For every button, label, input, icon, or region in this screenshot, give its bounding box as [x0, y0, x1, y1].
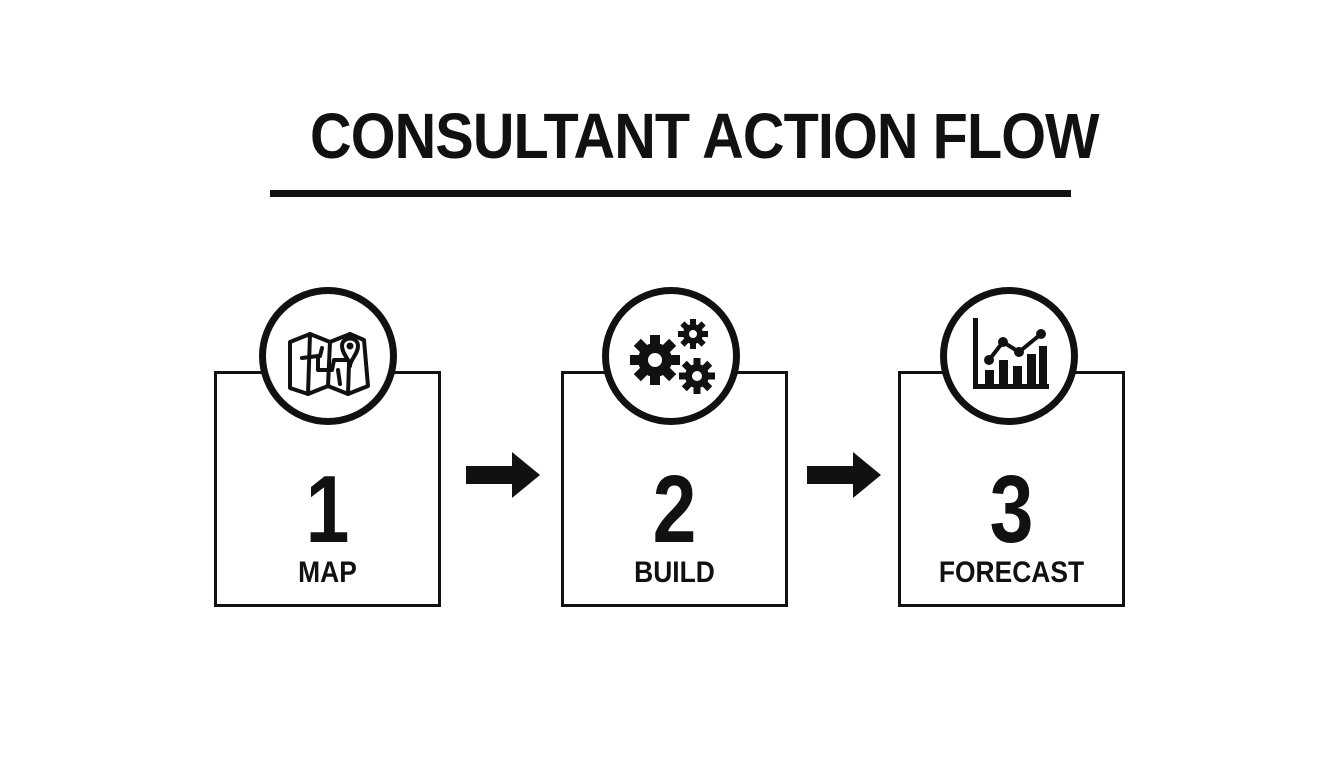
map-pin-icon	[288, 332, 370, 396]
step-3-number: 3	[989, 456, 1034, 563]
bar-line-chart-icon	[973, 318, 1049, 389]
step-2-label: BUILD	[634, 556, 715, 589]
step-1-number: 1	[305, 456, 350, 563]
step-1-icon-circle	[259, 287, 397, 425]
step-2-number: 2	[652, 456, 697, 563]
step-2-icon-circle	[602, 287, 740, 425]
step-3-icon-circle	[940, 287, 1078, 425]
arrow-right-icon	[807, 452, 881, 498]
page-title: CONSULTANT ACTION FLOW	[310, 100, 1099, 172]
title-underline	[270, 190, 1071, 197]
gears-icon	[630, 319, 715, 394]
step-1-label: MAP	[298, 556, 357, 589]
arrow-right-icon	[466, 452, 540, 498]
step-3-label: FORECAST	[938, 556, 1085, 589]
